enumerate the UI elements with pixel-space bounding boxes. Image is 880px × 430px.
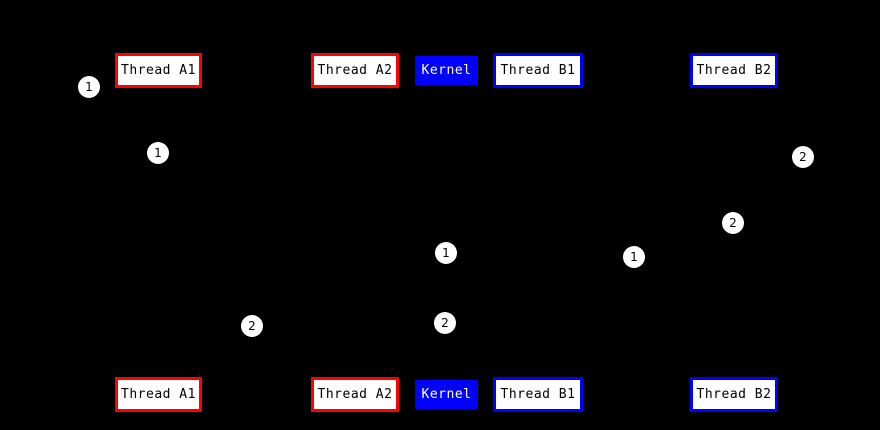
lifeline-notch <box>157 88 160 91</box>
lifeline-notch <box>445 85 448 88</box>
participant-thread-a1-end[interactable]: Thread A1 <box>115 377 202 412</box>
step-badge-1: 1 <box>147 142 169 164</box>
lifeline-thread-b1 <box>538 88 539 377</box>
lifeline-notch <box>536 88 540 91</box>
step-badge-1: 1 <box>623 246 645 268</box>
participant-label: Thread B2 <box>696 387 772 402</box>
step-badge-2: 2 <box>434 312 456 334</box>
lifeline-notch <box>157 374 160 377</box>
step-badge-1: 1 <box>78 76 100 98</box>
lifeline-thread-a1 <box>158 88 159 377</box>
msg-kernel-to-a1 <box>157 321 447 368</box>
participant-label: Thread B2 <box>696 63 772 78</box>
msg-b2-to-kernel <box>445 99 734 253</box>
step-badge-2: 2 <box>722 212 744 234</box>
step-badge-1: 1 <box>435 242 457 264</box>
participant-thread-b1[interactable]: Thread B1 <box>493 53 583 88</box>
participant-kernel-end[interactable]: Kernel <box>415 380 478 409</box>
lifeline-notch <box>445 377 448 380</box>
participant-label: Thread B1 <box>500 63 576 78</box>
participant-thread-b1-end[interactable]: Thread B1 <box>493 377 583 412</box>
step-badge-2: 2 <box>792 146 814 168</box>
participant-label: Kernel <box>421 387 472 402</box>
participant-label: Thread A2 <box>317 387 393 402</box>
lifeline-notch <box>732 374 736 377</box>
msg-kernel-to-b2 <box>445 322 734 369</box>
lifeline-notch <box>732 88 736 91</box>
participant-thread-b2-end[interactable]: Thread B2 <box>690 377 778 412</box>
lifeline-thread-a2 <box>355 88 356 377</box>
participant-thread-b2[interactable]: Thread B2 <box>690 53 778 88</box>
lifeline-notch <box>536 374 540 377</box>
lifeline-notch <box>353 374 357 377</box>
step-badge-2: 2 <box>241 315 263 337</box>
participant-label: Thread A1 <box>121 387 196 402</box>
participant-kernel[interactable]: Kernel <box>415 56 478 85</box>
participant-thread-a2-end[interactable]: Thread A2 <box>311 377 399 412</box>
msg-a1-to-kernel <box>157 100 446 254</box>
participant-label: Kernel <box>421 63 472 78</box>
participant-thread-a2[interactable]: Thread A2 <box>311 53 399 88</box>
participant-label: Thread A2 <box>317 63 393 78</box>
lifeline-notch <box>353 88 357 91</box>
participant-label: Thread B1 <box>500 387 576 402</box>
lifeline-kernel <box>446 85 447 380</box>
participant-thread-a1[interactable]: Thread A1 <box>115 53 202 88</box>
participant-label: Thread A1 <box>121 63 196 78</box>
